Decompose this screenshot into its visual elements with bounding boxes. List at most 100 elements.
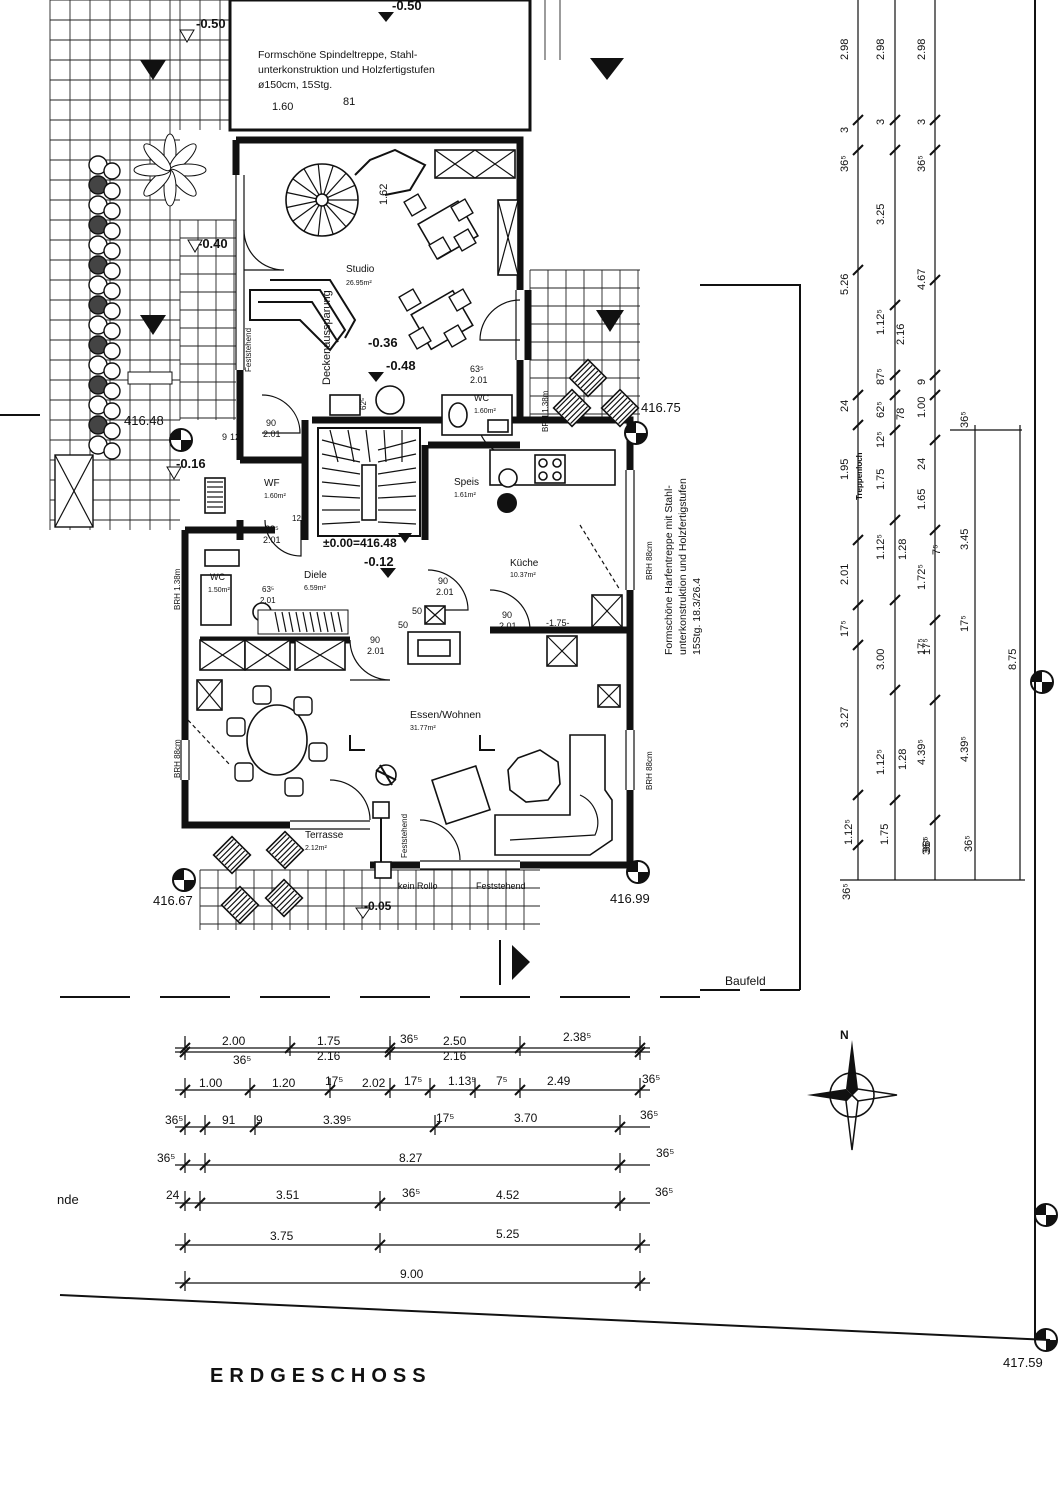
slat: [227, 850, 246, 869]
door-k2-w: 90: [502, 610, 512, 620]
rdim-c4-3: 4.67: [916, 269, 928, 290]
dim-r4-6: 36⁵: [640, 1108, 658, 1122]
shrub: [103, 442, 121, 460]
dim-tick: [852, 534, 864, 546]
misc-62: 62⁵: [359, 398, 368, 410]
stair-step: [321, 439, 361, 451]
coat-hanger: [288, 611, 294, 633]
dim-r3-5: 1.13⁵: [448, 1074, 476, 1088]
room-speis: Speis: [454, 477, 479, 488]
rdim-c1-0: 2.98: [839, 39, 851, 60]
stair-step: [377, 495, 417, 499]
door-wf2-w: 88⁵: [265, 524, 279, 534]
rdim-c4-8: 1.72⁵: [916, 564, 928, 590]
dim-tick: [374, 1239, 386, 1251]
dim-r6-1: 3.51: [276, 1188, 300, 1202]
chair: [403, 193, 427, 217]
dim-r3-4: 17⁵: [404, 1074, 422, 1088]
rdim-c2-8: 1.12⁵: [875, 534, 887, 560]
stair-step: [321, 495, 361, 499]
slat: [270, 884, 289, 903]
dim-tick: [889, 684, 901, 696]
dim-r8-0: 9.00: [400, 1267, 424, 1281]
stair-step: [321, 467, 361, 475]
chair: [398, 288, 422, 312]
dim-tick: [929, 524, 941, 536]
rdim-c3-2: 1.28: [897, 539, 909, 560]
rdim-c3-6: 36⁵: [921, 838, 933, 855]
garden-table: [264, 878, 304, 918]
spiral-step: [325, 204, 347, 228]
wc-top-fixtures: [329, 385, 513, 436]
slat: [572, 362, 590, 380]
door-wf-h: 2.01: [263, 429, 281, 439]
rdim-c3-4: 17⁵: [921, 638, 933, 655]
dim-tick: [179, 1197, 191, 1209]
door-k2-h: 2.01: [499, 621, 517, 631]
misc-50-b: 50: [398, 620, 408, 630]
door-wcl-w: 63⁵: [262, 585, 274, 594]
label-nde: nde: [57, 1192, 79, 1207]
marker-quarter: [184, 880, 195, 891]
spot-height-sw: 416.67: [153, 893, 193, 908]
dim-tick: [179, 1277, 191, 1289]
misc-175: -1.75-: [546, 618, 570, 628]
dining-chair: [252, 685, 272, 705]
text-labels: Formschöne Spindeltreppe, Stahl- unterko…: [57, 0, 1043, 1387]
rdim-c3-0: 2.16: [895, 324, 907, 345]
direction-markers: [140, 12, 624, 985]
garden-table: [265, 830, 305, 870]
dim-tick: [634, 1239, 646, 1251]
bottom-dimension-lines: [175, 1036, 650, 1291]
slat: [280, 845, 299, 864]
dim-tick: [374, 1197, 386, 1209]
dim-tick: [244, 1084, 256, 1096]
stair-step: [321, 481, 361, 487]
studio-tables: [398, 193, 480, 351]
brh-kueche: BRH 88cm: [645, 541, 654, 580]
table-top: [264, 878, 304, 918]
marker-quarter: [173, 869, 184, 880]
marker-quarter: [627, 861, 638, 872]
slat: [618, 406, 636, 424]
label-baufeld: Baufeld: [725, 974, 766, 988]
dim-tick: [889, 144, 901, 156]
dim-r2-2: 2.16: [443, 1049, 467, 1063]
dim-r3-7: 2.49: [547, 1074, 571, 1088]
right-dim-texts: 2.98 3 36⁵ 5.26 24 1.95 2.01 17⁵ 3.27 1.…: [839, 39, 1019, 900]
misc-12-a: 12⁵: [230, 432, 244, 442]
dim-r7-1: 5.25: [496, 1227, 520, 1241]
compass-rose: N: [807, 1028, 898, 1151]
dim-r5-2: 36⁵: [656, 1146, 674, 1160]
dim-tick: [284, 1042, 296, 1054]
dim-tick: [179, 1239, 191, 1251]
shrub: [103, 422, 121, 440]
misc-12-b: 12⁵: [292, 514, 304, 523]
room-essen: Essen/Wohnen: [410, 709, 481, 721]
door-wc-w: 63⁵: [470, 364, 484, 374]
dining-chair: [308, 742, 328, 762]
rdim-c5-1: 3.45: [959, 529, 971, 550]
spiral-note-2: unterkonstruktion und Holzfertigstufen: [258, 64, 435, 76]
planter-line: [54, 454, 94, 528]
main-staircase: [317, 427, 421, 537]
slat: [268, 882, 286, 900]
shrub: [103, 362, 121, 380]
dim-tick: [179, 1046, 191, 1058]
label-treppenloch: Treppenloch: [855, 452, 864, 500]
chair: [453, 228, 477, 252]
coat-hanger: [302, 611, 308, 633]
dim-r5-1: 8.27: [399, 1151, 423, 1165]
slat: [221, 844, 240, 863]
dining-chair: [226, 717, 246, 737]
level-terrace: -0.05: [364, 899, 392, 913]
level-top-center: -0.50: [392, 0, 422, 13]
rdim-c5-0: 36⁵: [959, 411, 971, 428]
door-wf-w: 90: [266, 418, 276, 428]
dim-r3-3: 2.02: [362, 1076, 386, 1090]
slat: [574, 364, 593, 383]
harp-note-3: 15Stg. 18.3/26.4: [691, 578, 703, 655]
dim-tick: [194, 1197, 206, 1209]
dining-table: [187, 639, 346, 797]
rdim-c2-9: 3.00: [875, 649, 887, 670]
